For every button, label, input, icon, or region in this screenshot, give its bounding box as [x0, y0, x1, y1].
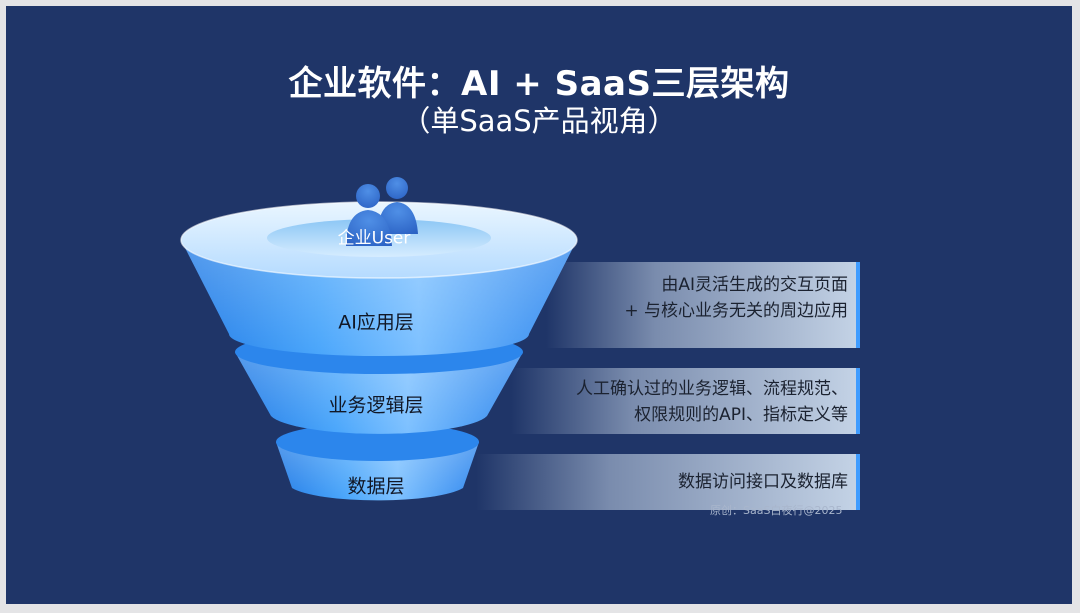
people-icon — [346, 177, 418, 246]
layer3-accent-bar — [856, 454, 860, 510]
funnel-diagram — [180, 177, 860, 510]
layer-data-description-line1: 数据访问接口及数据库 — [678, 472, 848, 492]
slide: 企业软件：AI + SaaS三层架构 （单SaaS产品视角） — [6, 6, 1072, 604]
credit-text: 原创：SaaS白夜行@2025 — [710, 504, 843, 517]
slide-subtitle: （单SaaS产品视角） — [401, 104, 677, 138]
slide-title: 企业软件：AI + SaaS三层架构 — [288, 64, 790, 104]
funnel-layer-ai — [180, 201, 578, 356]
layer-ai-description-line2: + 与核心业务无关的周边应用 — [624, 301, 848, 321]
layer-data-label: 数据层 — [347, 475, 405, 498]
layer3-panel — [476, 454, 858, 510]
layer-ai-label: AI应用层 — [338, 311, 414, 334]
layer-logic-description-line2: 权限规则的API、指标定义等 — [634, 405, 848, 425]
layer-ai-description: 由AI灵活生成的交互页面 + 与核心业务无关的周边应用 — [624, 272, 848, 324]
layer-logic-description: 人工确认过的业务逻辑、流程规范、 权限规则的API、指标定义等 — [576, 376, 848, 428]
layer-logic-label: 业务逻辑层 — [328, 394, 424, 417]
layer2-accent-bar — [856, 368, 860, 434]
user-label: 企业User — [337, 228, 411, 249]
funnel-layer-data — [276, 423, 479, 501]
layer1-panel — [546, 262, 858, 348]
layer-ai-description-line1: 由AI灵活生成的交互页面 — [661, 275, 848, 295]
layer1-accent-bar — [856, 262, 860, 348]
layer2-panel — [511, 368, 858, 434]
layer-data-description: 数据访问接口及数据库 — [678, 469, 848, 495]
layer-logic-description-line1: 人工确认过的业务逻辑、流程规范、 — [576, 379, 848, 399]
